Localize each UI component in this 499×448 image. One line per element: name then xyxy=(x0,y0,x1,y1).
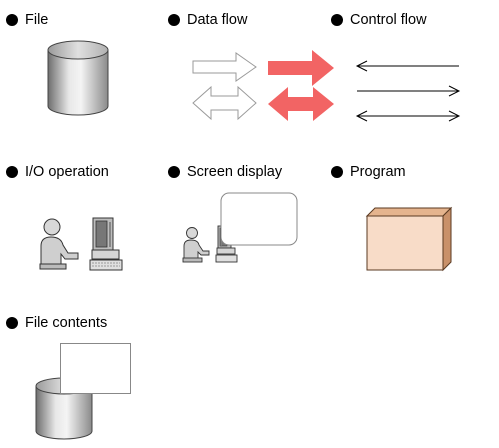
file-contents-label: File contents xyxy=(25,315,108,331)
program-box-icon xyxy=(365,206,453,272)
control-flow-label: Control flow xyxy=(350,12,427,28)
file-label: File xyxy=(25,12,49,28)
control-flow-right-arrow-icon xyxy=(357,85,461,97)
data-flow-solid-bidirectional-arrow-icon xyxy=(268,87,334,121)
program-label: Program xyxy=(350,164,406,180)
data-flow-solid-arrow-icon xyxy=(268,50,334,86)
screen-display-label: Screen display xyxy=(187,164,283,180)
data-flow-outline-arrow-icon xyxy=(192,52,257,82)
control-flow-left-arrow-icon xyxy=(355,60,459,72)
data-flow-outline-bidirectional-arrow-icon xyxy=(192,85,257,121)
bullet-icon xyxy=(331,14,343,26)
bullet-icon xyxy=(6,317,18,329)
bullet-icon xyxy=(6,166,18,178)
file-contents-sheet-icon xyxy=(60,343,131,394)
file-cylinder-icon xyxy=(47,40,109,116)
screen-display-box-icon xyxy=(220,192,298,247)
bullet-icon xyxy=(168,14,180,26)
control-flow-bidirectional-arrow-icon xyxy=(355,110,461,122)
bullet-icon xyxy=(331,166,343,178)
io-operation-label: I/O operation xyxy=(25,164,109,180)
bullet-icon xyxy=(168,166,180,178)
bullet-icon xyxy=(6,14,18,26)
data-flow-label: Data flow xyxy=(187,12,248,28)
person-at-computer-icon xyxy=(39,217,123,271)
